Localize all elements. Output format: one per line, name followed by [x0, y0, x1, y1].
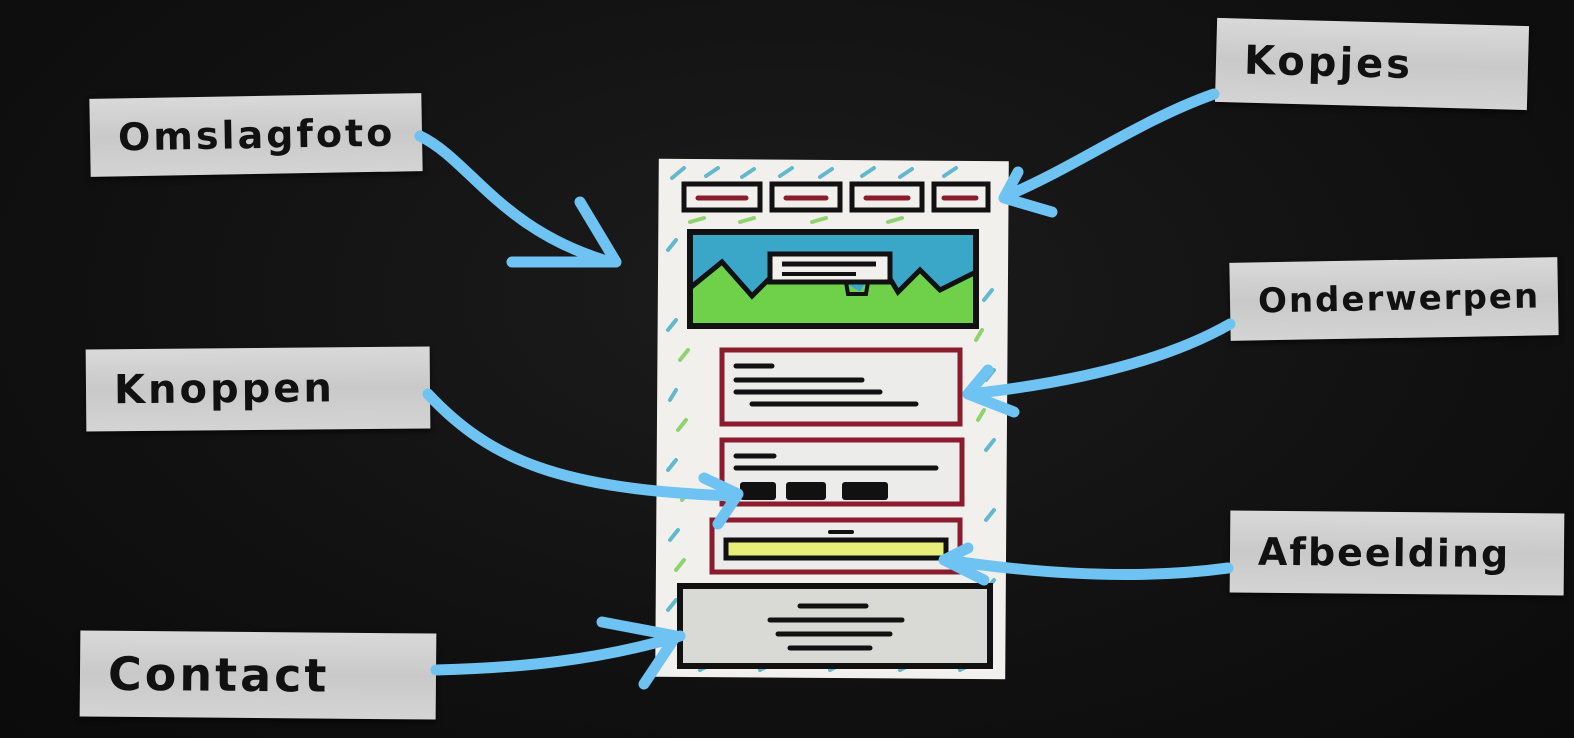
arrow-contact — [430, 616, 686, 690]
topic-card-3 — [709, 517, 963, 575]
arrow-knoppen — [422, 388, 744, 530]
contact-footer — [677, 583, 993, 669]
hero-image — [687, 229, 979, 329]
arrow-omslagfoto — [414, 130, 622, 268]
topic-card-2 — [719, 437, 965, 507]
button-group — [740, 482, 888, 500]
arrow-kopjes — [998, 88, 1220, 218]
arrow-afbeelding — [938, 542, 1234, 586]
arrow-onderwerpen — [962, 318, 1236, 418]
topic-card-1 — [719, 347, 963, 427]
